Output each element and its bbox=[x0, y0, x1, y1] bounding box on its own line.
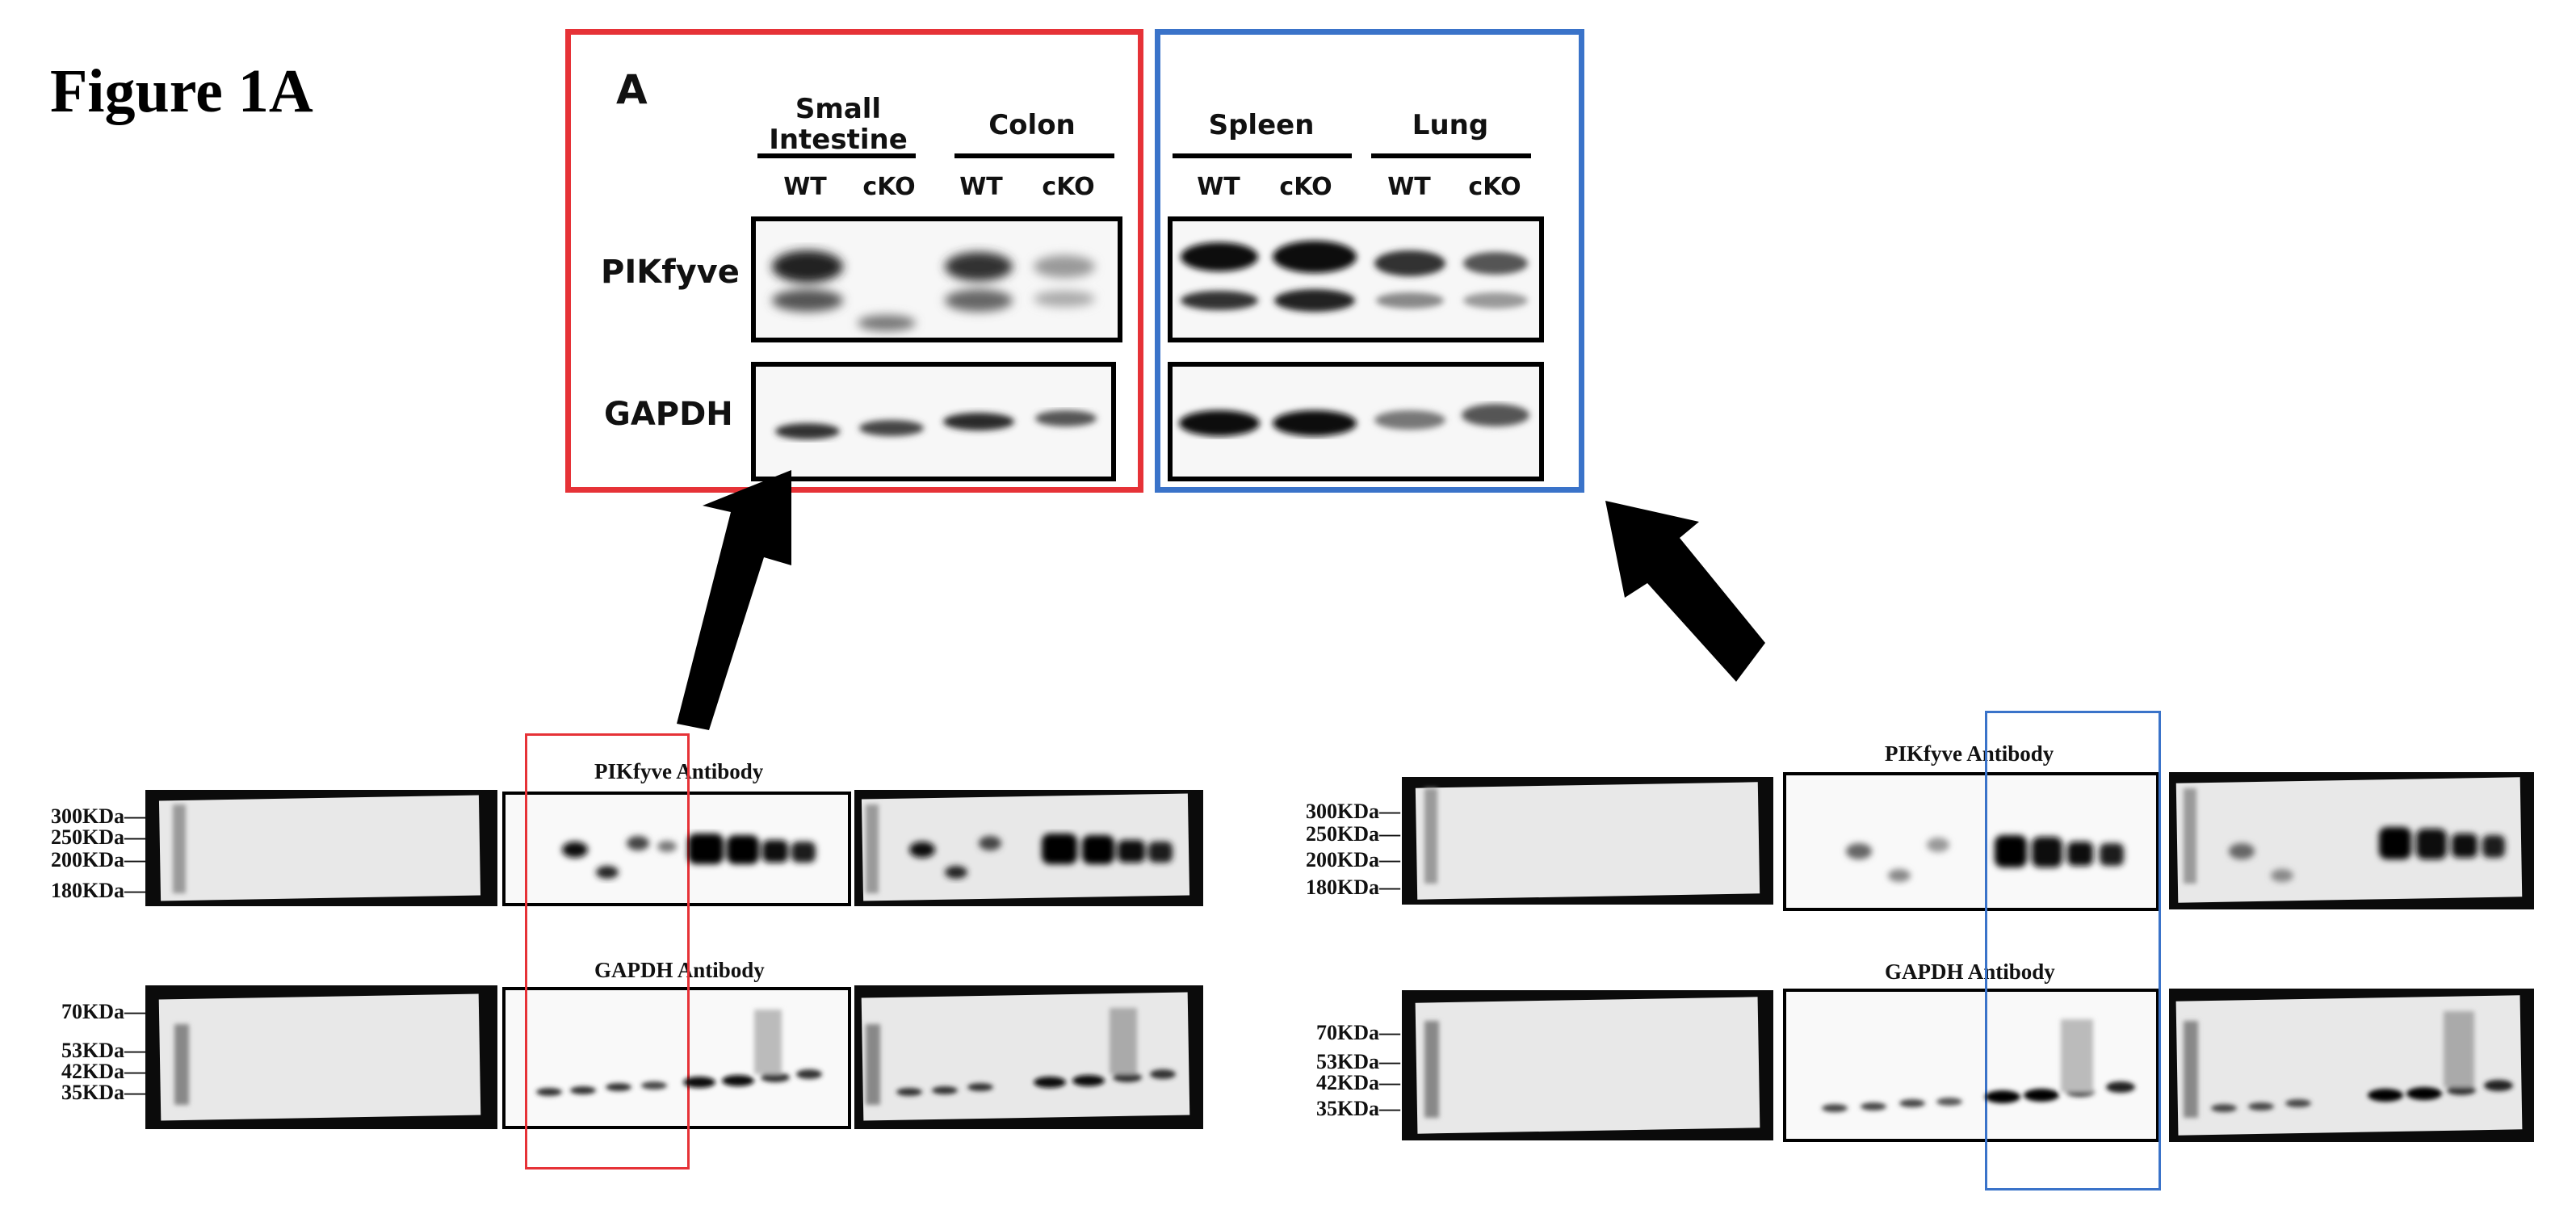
marker-label: 300KDa— bbox=[51, 804, 145, 828]
raw-blot-right-pikfyve-2 bbox=[1783, 772, 2159, 911]
blot-pikfyve-spleen-lung bbox=[1168, 216, 1544, 342]
bands-pikfyve-ic bbox=[772, 250, 1095, 331]
marker-label: 42KDa— bbox=[61, 1060, 145, 1083]
antibody-label-pikfyve-right: PIKfyve Antibody bbox=[1885, 741, 2054, 766]
row-label-gapdh: GAPDH bbox=[604, 396, 733, 433]
raw-blot-right-pikfyve-1 bbox=[1402, 777, 1773, 905]
panel-letter: A bbox=[616, 66, 648, 113]
raw-blot-right-gapdh-1 bbox=[1402, 990, 1773, 1140]
figure-title: Figure 1A bbox=[50, 57, 313, 125]
marker-label: 70KDa— bbox=[1316, 1021, 1400, 1044]
marker-label: 42KDa— bbox=[1316, 1071, 1400, 1094]
bands-pikfyve-sl bbox=[1181, 241, 1528, 312]
row-label-pikfyve: PIKfyve bbox=[601, 254, 740, 291]
highlight-frame-intestine-colon bbox=[565, 29, 1143, 493]
marker-label: 35KDa— bbox=[61, 1081, 145, 1104]
raw-blot-left-gapdh-1 bbox=[145, 985, 497, 1129]
lane-label: WT bbox=[1197, 173, 1240, 201]
tissue-label-lung: Lung bbox=[1412, 109, 1489, 141]
marker-label: 250KDa— bbox=[1306, 822, 1400, 846]
raw-bands-right-pikfyve bbox=[1846, 827, 2505, 882]
raw-bands-left-gapdh bbox=[536, 1008, 1176, 1096]
antibody-label-gapdh-right: GAPDH Antibody bbox=[1885, 960, 2055, 984]
raw-bands-right-gapdh bbox=[1822, 1011, 2513, 1112]
arrow-up-icon bbox=[677, 470, 791, 730]
tissue-label-colon: Colon bbox=[988, 109, 1076, 141]
tissue-label-spleen: Spleen bbox=[1208, 109, 1315, 141]
ladder-marks bbox=[173, 788, 2198, 1118]
marker-label: 200KDa— bbox=[51, 848, 145, 871]
raw-bands-left-pikfyve bbox=[562, 834, 1173, 879]
antibody-label-gapdh-left: GAPDH Antibody bbox=[594, 958, 765, 982]
raw-blot-left-gapdh-2 bbox=[502, 987, 851, 1129]
marker-label: 250KDa— bbox=[51, 825, 145, 849]
marker-label: 180KDa— bbox=[51, 879, 145, 902]
marker-label: 300KDa— bbox=[1306, 800, 1400, 823]
tissue-underline bbox=[1173, 153, 1352, 158]
marker-label: 35KDa— bbox=[1316, 1097, 1400, 1120]
raw-blot-left-pikfyve-1 bbox=[145, 790, 497, 906]
raw-blot-right-gapdh-2 bbox=[1783, 989, 2159, 1142]
lane-label: cKO bbox=[862, 173, 916, 201]
lane-label: WT bbox=[783, 173, 827, 201]
tissue-label-line1: Small bbox=[795, 93, 882, 125]
marker-label: 180KDa— bbox=[1306, 876, 1400, 899]
tissue-underline bbox=[954, 153, 1114, 158]
highlight-frame-spleen-lung bbox=[1155, 29, 1584, 493]
tissue-underline bbox=[757, 153, 916, 158]
lane-label: cKO bbox=[1468, 173, 1521, 201]
lane-label: WT bbox=[959, 173, 1003, 201]
antibody-label-pikfyve-left: PIKfyve Antibody bbox=[594, 759, 764, 783]
raw-blot-left-gapdh-3 bbox=[854, 985, 1203, 1129]
crop-highlight-blue bbox=[1985, 711, 2161, 1191]
lane-label: cKO bbox=[1279, 173, 1332, 201]
marker-label: 200KDa— bbox=[1306, 848, 1400, 871]
arrow-up-left-icon bbox=[1605, 501, 1765, 682]
lane-label: cKO bbox=[1042, 173, 1095, 201]
bands-gapdh-ic bbox=[775, 410, 1097, 439]
crop-highlight-red bbox=[525, 733, 690, 1170]
lane-label: WT bbox=[1387, 173, 1431, 201]
bands-gapdh-sl bbox=[1179, 404, 1529, 436]
marker-label: 53KDa— bbox=[61, 1039, 145, 1062]
marker-label: 53KDa— bbox=[1316, 1050, 1400, 1073]
tissue-label-small-intestine: Small Intestine bbox=[749, 94, 927, 155]
marker-label: 70KDa— bbox=[61, 1000, 145, 1023]
tissue-underline bbox=[1371, 153, 1531, 158]
tissue-label-line2: Intestine bbox=[769, 124, 908, 156]
